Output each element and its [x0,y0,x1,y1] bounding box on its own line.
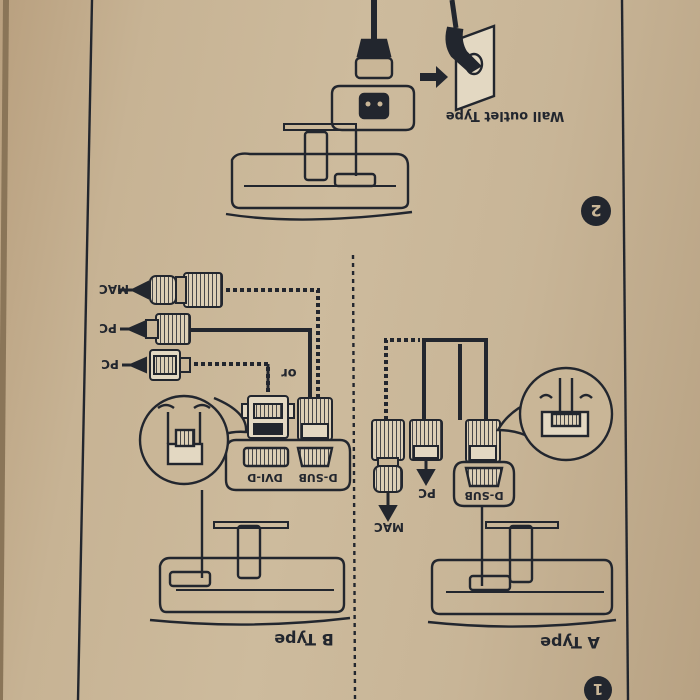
monitor-base-step-two [225,123,413,221]
power-plug [330,0,416,176]
a-type-dsub-port-label: D-SUB [464,489,503,502]
step-two-number: 2 [590,201,601,220]
b-type-section: MAC PC PC or DVI-D D-SUB [99,272,352,649]
step-one-badge: 1 [584,676,612,700]
step-two-section: Wall outlet Type 2 [225,0,611,226]
a-type-pc-label: PC [418,486,436,500]
a-type-cables [384,338,488,420]
b-type-mac-label: MAC [99,282,129,296]
b-type-mac-plug [118,272,223,308]
page-border [0,0,630,700]
b-type-cables [190,288,320,398]
a-type-mac-plug [371,419,405,523]
b-type-pc-plug-dsub [120,313,191,345]
b-type-dvi-connector [241,395,295,439]
monitor-base-b-type [149,490,351,626]
a-type-section: MAC PC D-SUB [371,338,617,652]
wall-outlet-type-label: Wall outlet Type [446,108,565,123]
section-divider [351,254,357,700]
b-type-dsub-port-label: D-SUB [298,471,337,484]
arrow-to-outlet-icon [420,66,448,88]
b-type-pc-bottom-label: PC [101,357,119,371]
b-type-pc-top-label: PC [99,321,117,335]
b-type-pc-plug-dvi [122,349,191,381]
a-type-screw-callout [495,366,614,462]
a-type-pc-plug [409,419,443,487]
b-type-or-label: or [281,365,297,380]
a-type-dsub-connector [465,419,501,463]
b-type-screw-callout [138,394,248,486]
a-type-mac-label: MAC [374,520,404,534]
wall-outlet-icon [445,0,496,112]
step-two-badge: 2 [581,196,611,226]
b-type-dvi-port-label: DVI-D [247,471,282,484]
monitor-base-a-type [427,506,617,628]
b-type-dsub-connector [297,397,333,441]
b-type-title: B Type [274,630,334,649]
a-type-title: A Type [540,633,600,652]
a-type-port-panel [452,460,516,508]
step-one-number: 1 [593,680,603,698]
